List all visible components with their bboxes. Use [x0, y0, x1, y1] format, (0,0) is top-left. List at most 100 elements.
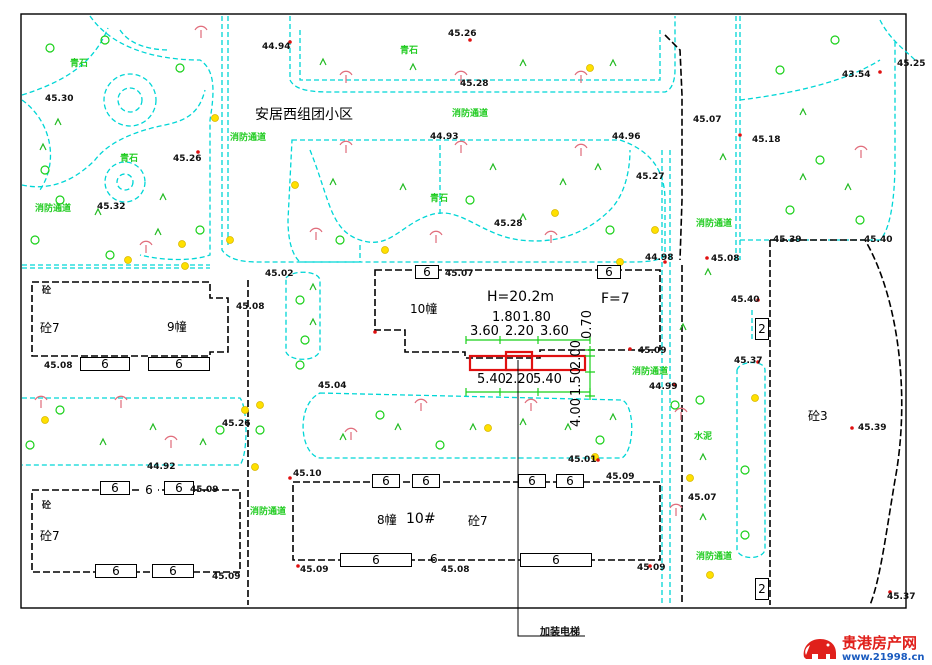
elevation-label: 45.37 — [887, 592, 916, 602]
unit-box: 6 — [597, 265, 621, 279]
stone-label-1: 青石 — [70, 59, 89, 69]
fire-lane-7: 消防通道 — [35, 204, 72, 214]
watermark-name: 贵港房产网 — [842, 634, 918, 652]
elevation-label: 45.09 — [637, 563, 666, 573]
elevation-label: 45.07 — [688, 493, 717, 503]
tree-markers — [25, 35, 865, 540]
unit-box: 6 — [152, 564, 194, 578]
unit-box: 6 — [95, 564, 137, 578]
unit-box: 6 — [100, 481, 130, 495]
green-areas — [21, 15, 916, 605]
elephant-logo — [803, 639, 836, 659]
fire-lane-1: 消防通道 — [230, 133, 267, 143]
elevation-label: 45.27 — [636, 172, 665, 182]
elevation-label: 45.40 — [864, 235, 893, 245]
fire-lane-6: 消防通道 — [696, 552, 733, 562]
elevation-label: 45.09 — [212, 572, 241, 582]
elevation-label: 45.10 — [293, 469, 322, 479]
stone-label-3: 青石 — [400, 46, 419, 56]
dim-top-c: 3.60 — [540, 324, 569, 339]
elevation-label: 45.28 — [494, 219, 523, 229]
elevation-label: 45.09 — [606, 472, 635, 482]
cement-label: 水泥 — [694, 432, 713, 442]
dim-top-a: 3.60 — [470, 324, 499, 339]
elevation-label: 45.08 — [236, 302, 265, 312]
elevation-label: 44.94 — [262, 42, 291, 52]
dim-bottom-a: 5.40 — [477, 372, 506, 387]
elevation-label: 45.26 — [448, 29, 477, 39]
elevation-label: 45.01 — [568, 455, 597, 465]
concrete-3: 砼3 — [808, 409, 828, 423]
elevation-label: 45.08 — [44, 361, 73, 371]
grass-marks — [39, 57, 852, 521]
elevation-label: 45.39 — [858, 423, 887, 433]
elevation-label: 45.30 — [45, 94, 74, 104]
elevation-points — [196, 38, 892, 594]
elevator-addition — [468, 350, 587, 372]
elevation-label: 45.07 — [445, 269, 474, 279]
fire-lane-2: 消防通道 — [452, 109, 489, 119]
dim-vert-c: 1.50 — [568, 367, 584, 396]
elevation-label: 45.08 — [711, 254, 740, 264]
unit-box: 6 — [372, 474, 400, 488]
unit-box: 6 — [518, 474, 546, 488]
elevation-label: 44.99 — [649, 382, 678, 392]
fire-lane-5: 消防通道 — [250, 507, 287, 517]
elevation-label: 43.54 — [842, 70, 871, 80]
building-8-label: 8幢 — [377, 513, 397, 527]
community-title: 安居西组团小区 — [255, 107, 353, 123]
drawing-frame — [20, 13, 907, 609]
concrete-7-b: 砼7 — [40, 529, 60, 543]
building-10-hash: 10# — [406, 511, 436, 527]
flower-symbols — [34, 25, 868, 516]
elevation-label: 45.08 — [441, 565, 470, 575]
unit-box: 6 — [520, 553, 592, 567]
elevation-label: 45.02 — [265, 269, 294, 279]
dim-top2-b: 1.80 — [522, 310, 551, 325]
elevator-callout: 加装电梯 — [540, 627, 580, 638]
unit-box: 6 — [140, 484, 158, 496]
elevation-label: 45.26 — [173, 154, 202, 164]
concrete-7-a: 砼7 — [40, 321, 60, 335]
elevation-label: 45.09 — [638, 346, 667, 356]
lamp-symbols — [41, 64, 759, 579]
dim-top-b: 2.20 — [505, 324, 534, 339]
building-10-label: 10幢 — [410, 302, 438, 316]
elevation-label: 45.39 — [773, 235, 802, 245]
unit-box: 6 — [164, 481, 194, 495]
elevation-label: 45.09 — [300, 565, 329, 575]
callout-leader — [517, 360, 585, 637]
dim-bottom-c: 5.40 — [533, 372, 562, 387]
unit-box: 6 — [148, 357, 210, 371]
dim-top2-a: 1.80 — [492, 310, 521, 325]
elevation-label: 44.98 — [645, 253, 674, 263]
watermark-url: www.21998.cn — [842, 652, 925, 663]
elevation-label: 45.40 — [731, 295, 760, 305]
stone-label-4: 青石 — [430, 194, 449, 204]
concrete-small-1: 砼 — [42, 286, 52, 296]
elevation-label: 45.04 — [318, 381, 347, 391]
dimension-lines — [465, 336, 595, 400]
unit-box: 6 — [415, 265, 439, 279]
building-outlines — [31, 34, 903, 606]
unit-box: 6 — [80, 357, 130, 371]
building-height: H=20.2m — [487, 289, 555, 305]
elevation-label: 45.37 — [734, 356, 763, 366]
unit-box: 2 — [755, 318, 769, 340]
building-9-label: 9幢 — [167, 320, 187, 334]
elevation-label: 45.28 — [460, 79, 489, 89]
elevation-label: 45.07 — [693, 115, 722, 125]
unit-box: 6 — [340, 553, 412, 567]
fire-lane-4: 消防通道 — [632, 367, 669, 377]
elevation-label: 45.09 — [190, 485, 219, 495]
stone-label-2: 青石 — [120, 154, 139, 164]
elevation-label: 45.26 — [222, 419, 251, 429]
unit-box: 2 — [755, 578, 769, 600]
concrete-small-2: 砼 — [42, 501, 52, 511]
unit-box: 6 — [412, 474, 440, 488]
dim-bottom-b: 2.20 — [505, 372, 534, 387]
dim-vert-a: 2.00 — [568, 340, 584, 369]
elevation-label: 44.92 — [147, 462, 176, 472]
elevation-label: 44.96 — [612, 132, 641, 142]
